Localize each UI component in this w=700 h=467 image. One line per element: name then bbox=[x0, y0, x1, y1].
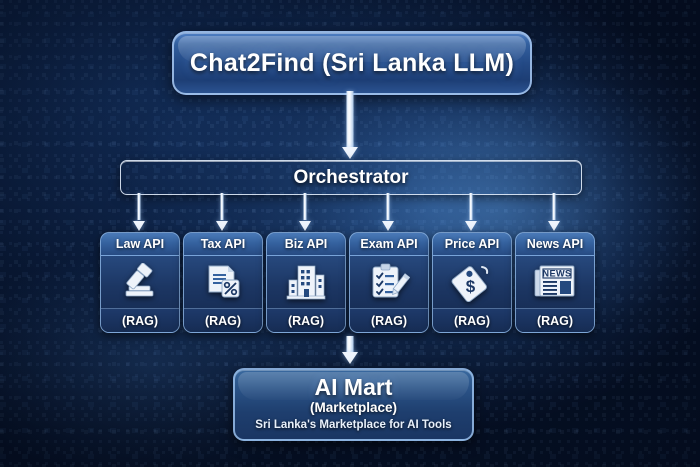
ai-mart-subtitle: (Marketplace) bbox=[309, 400, 398, 416]
clipboard-checklist-pencil-icon bbox=[350, 256, 428, 308]
arrow-orchestrator-to-exam-api bbox=[381, 193, 395, 231]
api-card-title: Price API bbox=[444, 237, 500, 251]
api-card-news[interactable]: News API NEWS (RAG) bbox=[515, 232, 595, 333]
api-card-tag: (RAG) bbox=[287, 313, 325, 328]
api-card-footer: (RAG) bbox=[350, 308, 428, 332]
api-card-tag: (RAG) bbox=[536, 313, 574, 328]
gavel-icon bbox=[101, 256, 179, 308]
orchestrator-label: Orchestrator bbox=[293, 166, 409, 188]
arrow-head-icon bbox=[342, 352, 358, 364]
arrow-stem bbox=[220, 193, 224, 220]
arrow-head-icon bbox=[133, 221, 145, 231]
api-card-price[interactable]: Price API $ (RAG) bbox=[432, 232, 512, 333]
api-card-header: Biz API bbox=[267, 233, 345, 256]
api-card-footer: (RAG) bbox=[101, 308, 179, 332]
page-title: Chat2Find (Sri Lanka LLM) bbox=[189, 48, 515, 77]
arrow-orchestrator-to-news-api bbox=[547, 193, 561, 231]
svg-text:NEWS: NEWS bbox=[542, 269, 571, 279]
arrow-stem bbox=[386, 193, 390, 220]
arrow-title-to-orchestrator bbox=[341, 91, 359, 159]
arrow-orchestrator-to-law-api bbox=[132, 193, 146, 231]
arrow-orchestrator-to-biz-api bbox=[298, 193, 312, 231]
tax-document-percent-icon bbox=[184, 256, 262, 308]
api-card-tag: (RAG) bbox=[121, 313, 159, 328]
svg-text:$: $ bbox=[466, 277, 476, 296]
api-card-tax[interactable]: Tax API (RAG) bbox=[183, 232, 263, 333]
api-card-title: News API bbox=[526, 237, 584, 251]
api-card-header: Exam API bbox=[350, 233, 428, 256]
api-card-header: Law API bbox=[101, 233, 179, 256]
api-card-footer: (RAG) bbox=[267, 308, 345, 332]
arrow-stem bbox=[552, 193, 556, 220]
arrow-orchestrator-to-tax-api bbox=[215, 193, 229, 231]
api-card-title: Exam API bbox=[360, 237, 418, 251]
orchestrator-bar[interactable]: Orchestrator bbox=[120, 160, 582, 195]
newspaper-icon: NEWS bbox=[516, 256, 594, 308]
ai-mart-box[interactable]: AI Mart (Marketplace) Sri Lanka's Market… bbox=[233, 368, 474, 441]
arrow-apis-to-ai-mart bbox=[341, 336, 359, 364]
arrow-stem bbox=[137, 193, 141, 220]
api-card-header: Price API bbox=[433, 233, 511, 256]
api-card-tag: (RAG) bbox=[204, 313, 242, 328]
arrow-head-icon bbox=[548, 221, 560, 231]
api-card-title: Biz API bbox=[284, 237, 328, 251]
ai-mart-title: AI Mart bbox=[314, 373, 393, 400]
arrow-stem bbox=[303, 193, 307, 220]
api-card-tag: (RAG) bbox=[370, 313, 408, 328]
price-tag-dollar-icon: $ bbox=[433, 256, 511, 308]
api-card-tag: (RAG) bbox=[453, 313, 491, 328]
arrow-stem bbox=[346, 91, 354, 148]
arrow-head-icon bbox=[465, 221, 477, 231]
arrow-head-icon bbox=[342, 147, 358, 159]
api-card-footer: (RAG) bbox=[184, 308, 262, 332]
arrow-head-icon bbox=[299, 221, 311, 231]
office-buildings-icon bbox=[267, 256, 345, 308]
api-card-footer: (RAG) bbox=[516, 308, 594, 332]
api-card-title: Law API bbox=[115, 237, 165, 251]
title-box-chat2find[interactable]: Chat2Find (Sri Lanka LLM) bbox=[172, 31, 532, 95]
api-card-law[interactable]: Law API (RAG) bbox=[100, 232, 180, 333]
api-card-biz[interactable]: Biz API (RAG) bbox=[266, 232, 346, 333]
api-card-title: Tax API bbox=[200, 237, 246, 251]
api-card-header: Tax API bbox=[184, 233, 262, 256]
api-card-footer: (RAG) bbox=[433, 308, 511, 332]
arrow-head-icon bbox=[216, 221, 228, 231]
arrow-head-icon bbox=[382, 221, 394, 231]
api-card-exam[interactable]: Exam API bbox=[349, 232, 429, 333]
arrow-orchestrator-to-price-api bbox=[464, 193, 478, 231]
arrow-stem bbox=[469, 193, 473, 220]
ai-mart-tagline: Sri Lanka's Marketplace for AI Tools bbox=[255, 419, 452, 432]
api-card-header: News API bbox=[516, 233, 594, 256]
arrow-stem bbox=[346, 336, 354, 353]
